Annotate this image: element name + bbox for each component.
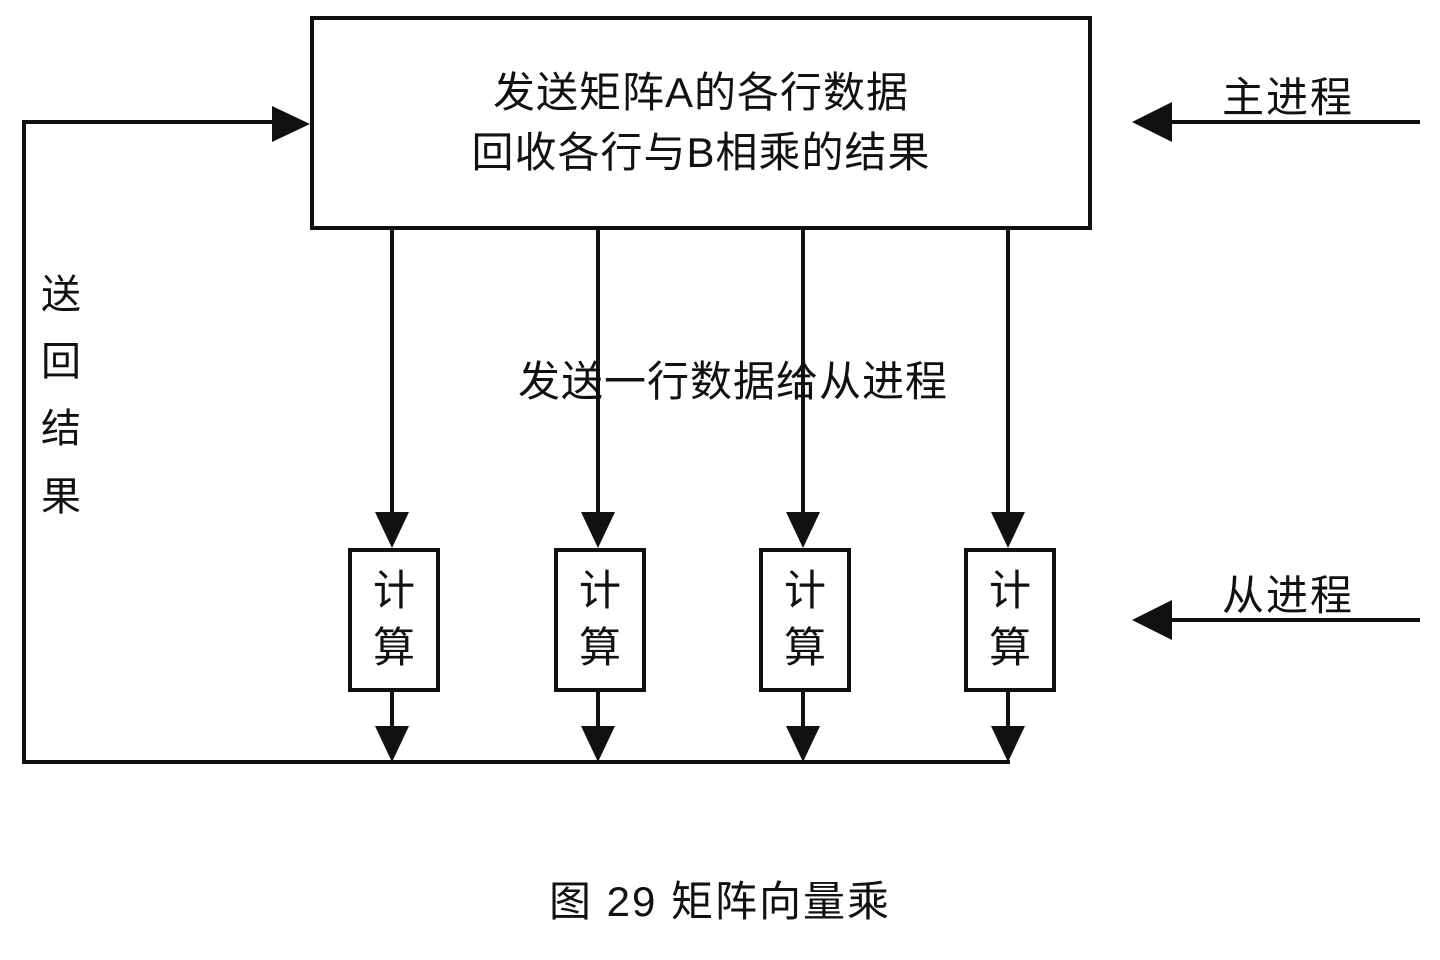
return-path-left-line <box>22 120 26 764</box>
compute-box-1-char-2: 算 <box>372 624 415 671</box>
slave-legend-label: 从进程 <box>1222 572 1355 619</box>
dispatch-arrowhead-icon-3 <box>786 512 820 548</box>
collect-line-4 <box>1006 692 1010 728</box>
dispatch-line-3 <box>801 230 805 512</box>
dispatch-line-4 <box>1006 230 1010 512</box>
dispatch-arrowhead-icon-1 <box>375 512 409 548</box>
master-process-box: 发送矩阵A的各行数据 回收各行与B相乘的结果 <box>310 16 1092 230</box>
master-box-line-2: 回收各行与B相乘的结果 <box>471 129 931 176</box>
master-legend-arrow-line <box>1172 120 1420 124</box>
collect-line-3 <box>801 692 805 728</box>
compute-box-4: 计 算 <box>964 548 1056 692</box>
compute-box-4-char-2: 算 <box>988 624 1031 671</box>
dispatch-label-text: 发送一行数据给从进程 <box>517 358 948 405</box>
master-legend-label: 主进程 <box>1222 74 1355 121</box>
return-path-label-char-1: 送 <box>41 273 81 317</box>
return-path-label: 送 回 结 果 <box>36 262 86 531</box>
return-path-label-char-3: 结 <box>41 407 81 452</box>
return-path-top-line <box>22 120 274 124</box>
collect-arrowhead-icon-1 <box>375 726 409 762</box>
collect-arrowhead-icon-3 <box>786 726 820 762</box>
collect-arrowhead-icon-4 <box>991 726 1025 762</box>
compute-box-2: 计 算 <box>554 548 646 692</box>
dispatch-arrowhead-icon-2 <box>581 512 615 548</box>
slave-legend-arrow-line <box>1172 618 1420 622</box>
figure-caption: 图 29 矩阵向量乘 <box>548 878 892 925</box>
dispatch-label: 发送一行数据给从进程 <box>0 348 1440 409</box>
master-legend-arrowhead-icon <box>1132 102 1172 142</box>
compute-box-2-char-1: 计 <box>578 567 621 615</box>
master-box-line-1: 发送矩阵A的各行数据 <box>492 69 909 117</box>
compute-box-3: 计 算 <box>759 548 851 692</box>
return-path-bottom-line <box>22 760 1010 764</box>
compute-box-3-char-2: 算 <box>783 624 826 671</box>
dispatch-line-1 <box>390 230 394 512</box>
return-path-label-char-4: 果 <box>41 474 81 519</box>
compute-box-1-char-1: 计 <box>372 567 415 615</box>
dispatch-line-2 <box>596 230 600 512</box>
compute-box-2-char-2: 算 <box>578 624 621 671</box>
compute-box-4-char-1: 计 <box>988 567 1031 615</box>
compute-box-3-char-1: 计 <box>783 567 826 615</box>
return-path-arrowhead-icon <box>272 106 310 142</box>
return-path-label-char-2: 回 <box>41 340 81 385</box>
collect-line-1 <box>390 692 394 728</box>
compute-box-1: 计 算 <box>348 548 440 692</box>
dispatch-arrowhead-icon-4 <box>991 512 1025 548</box>
slave-legend-arrowhead-icon <box>1132 600 1172 640</box>
collect-line-2 <box>596 692 600 728</box>
collect-arrowhead-icon-2 <box>581 726 615 762</box>
